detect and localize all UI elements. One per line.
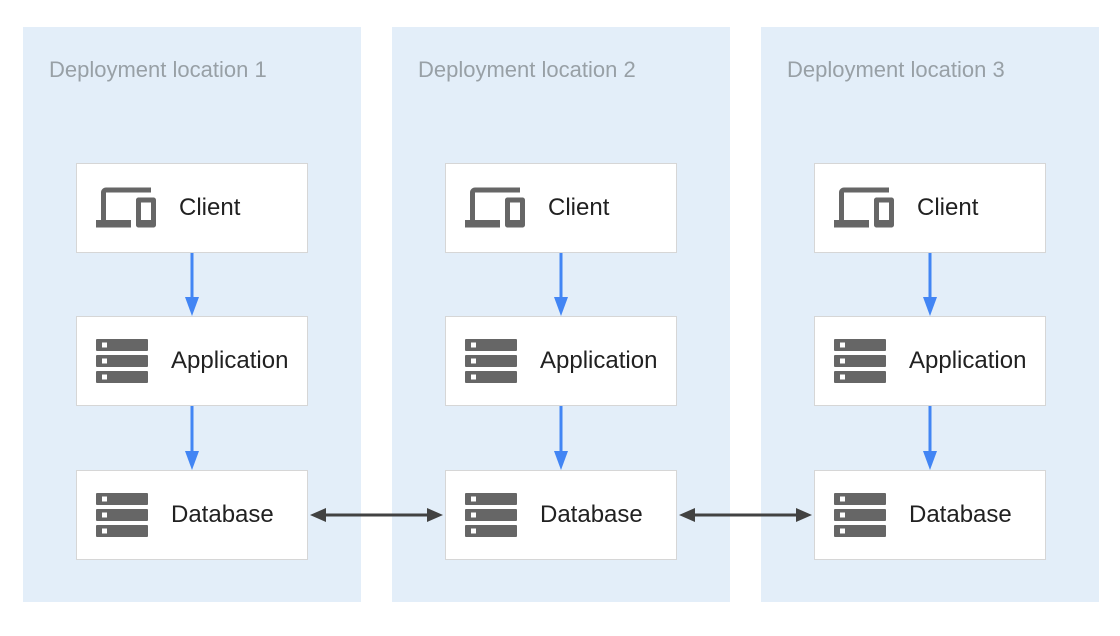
node-label: Database <box>909 501 1012 528</box>
deployment-panel-2: Deployment location 2 Client Application <box>392 27 730 602</box>
server-stack-icon <box>834 493 886 537</box>
application-node: Application <box>76 316 308 406</box>
server-stack-icon <box>834 339 886 383</box>
panel-title: Deployment location 1 <box>49 57 267 82</box>
deployment-panel-1: Deployment location 1 Client Application <box>23 27 361 602</box>
arrow-down-client-to-application <box>185 253 199 316</box>
database-node: Database <box>814 470 1046 560</box>
panel-title: Deployment location 3 <box>787 57 1005 82</box>
arrow-down-client-to-application <box>554 253 568 316</box>
panel-title: Deployment location 2 <box>418 57 636 82</box>
server-stack-icon <box>465 339 517 383</box>
arrow-down-application-to-database <box>923 406 937 470</box>
application-node: Application <box>445 316 677 406</box>
node-label: Client <box>548 194 610 221</box>
arrow-down-client-to-application <box>923 253 937 316</box>
arrow-down-application-to-database <box>554 406 568 470</box>
database-node: Database <box>76 470 308 560</box>
devices-icon <box>834 186 894 230</box>
devices-icon <box>465 186 525 230</box>
arrow-bidirectional-db1-db2 <box>310 508 443 522</box>
arrow-down-application-to-database <box>185 406 199 470</box>
server-stack-icon <box>465 493 517 537</box>
server-stack-icon <box>96 493 148 537</box>
node-label: Application <box>909 347 1027 374</box>
client-node: Client <box>76 163 308 253</box>
arrow-bidirectional-db2-db3 <box>679 508 812 522</box>
node-label: Client <box>179 194 241 221</box>
node-label: Application <box>171 347 289 374</box>
client-node: Client <box>814 163 1046 253</box>
client-node: Client <box>445 163 677 253</box>
devices-icon <box>96 186 156 230</box>
deployment-panel-3: Deployment location 3 Client Application <box>761 27 1099 602</box>
application-node: Application <box>814 316 1046 406</box>
node-label: Client <box>917 194 979 221</box>
node-label: Database <box>171 501 274 528</box>
server-stack-icon <box>96 339 148 383</box>
node-label: Database <box>540 501 643 528</box>
database-node: Database <box>445 470 677 560</box>
node-label: Application <box>540 347 658 374</box>
